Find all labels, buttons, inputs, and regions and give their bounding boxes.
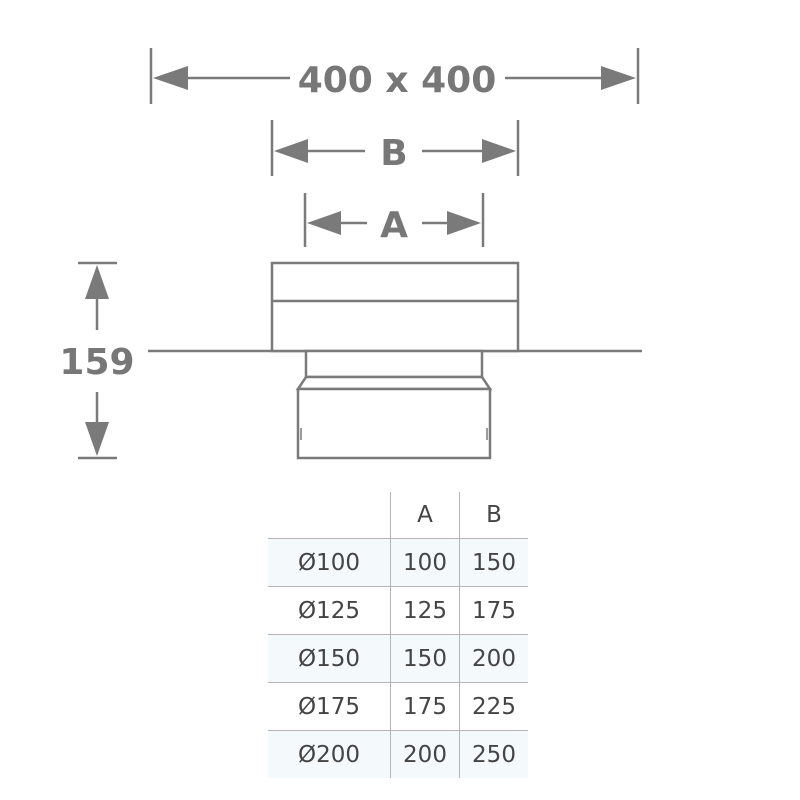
overall-arrow-right-icon — [601, 66, 636, 90]
table-row: Ø200 200 250 — [268, 730, 528, 778]
table-header-cell — [268, 492, 391, 539]
table-row: Ø100 100 150 — [268, 538, 528, 587]
a-dimension-label: A — [380, 205, 408, 246]
table-cell: 175 — [459, 586, 528, 635]
b-dimension: B — [270, 120, 520, 176]
height-arrow-down-icon — [85, 422, 109, 456]
table-row: Ø125 125 175 — [268, 586, 528, 635]
table-row: Ø175 175 225 — [268, 682, 528, 731]
adapter-outline — [270, 261, 520, 460]
height-arrow-up-icon — [85, 265, 109, 299]
technical-drawing: 400 x 400 B A 159 — [59, 48, 642, 460]
table-cell: Ø150 — [268, 634, 391, 683]
table-cell: 100 — [390, 538, 460, 587]
a-dimension: A — [303, 193, 485, 247]
b-arrow-left-icon — [274, 139, 308, 163]
neck-section — [304, 349, 484, 379]
table-cell: Ø100 — [268, 538, 391, 587]
b-dimension-label: B — [380, 133, 407, 174]
a-arrow-left-icon — [307, 211, 341, 235]
table-header-cell: B — [459, 492, 528, 539]
table-header-cell: A — [390, 492, 460, 539]
table-cell: 200 — [459, 634, 528, 683]
table-cell: 125 — [390, 586, 460, 635]
table-cell: 150 — [459, 538, 528, 587]
table-cell: Ø125 — [268, 586, 391, 635]
table-cell: Ø200 — [268, 730, 391, 778]
height-dimension-label: 159 — [59, 342, 134, 383]
table-cell: Ø175 — [268, 682, 391, 731]
b-arrow-right-icon — [482, 139, 516, 163]
table-row: Ø150 150 200 — [268, 634, 528, 683]
table-header-row: A B — [268, 492, 528, 539]
lower-sleeve — [296, 387, 492, 460]
lower-collar — [295, 375, 493, 391]
overall-dimension-label: 400 x 400 — [298, 60, 497, 101]
table-cell: 175 — [390, 682, 460, 731]
a-arrow-right-icon — [447, 211, 481, 235]
height-dimension: 159 — [59, 261, 135, 460]
table-cell: 250 — [459, 730, 528, 778]
top-plate — [270, 261, 520, 353]
table-cell: 150 — [390, 634, 460, 683]
overall-arrow-left-icon — [153, 66, 188, 90]
size-table: A B Ø100 100 150 Ø125 125 175 Ø150 150 2… — [268, 492, 528, 778]
table-cell: 200 — [390, 730, 460, 778]
overall-width-dimension: 400 x 400 — [149, 48, 640, 104]
table-cell: 225 — [459, 682, 528, 731]
